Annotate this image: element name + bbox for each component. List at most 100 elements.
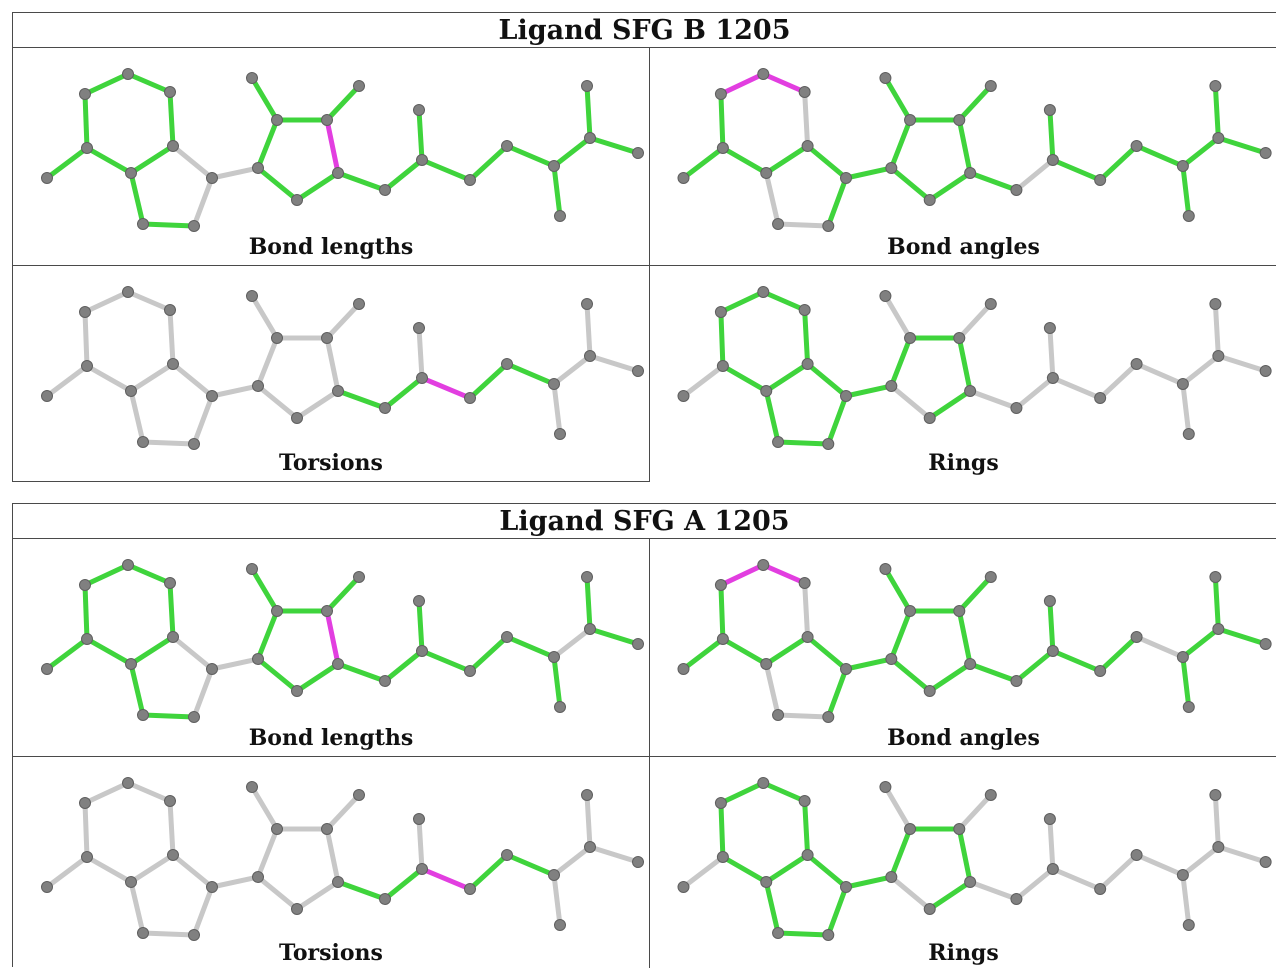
atom (464, 174, 476, 186)
atom (840, 390, 853, 402)
atom (122, 68, 134, 80)
atom (964, 385, 977, 397)
bond (140, 439, 197, 447)
bond (843, 874, 894, 890)
bond (927, 170, 973, 203)
atom (716, 633, 729, 645)
atom (632, 365, 644, 377)
bond (882, 75, 913, 123)
atom (501, 849, 513, 861)
atom (321, 605, 333, 617)
panel-caption: Torsions (279, 940, 383, 966)
atom (1212, 841, 1225, 853)
bond (82, 780, 131, 806)
atom (1212, 623, 1225, 635)
atom (716, 851, 729, 863)
atom (879, 781, 892, 793)
atom (879, 72, 892, 84)
bond (1215, 353, 1269, 374)
bond (255, 165, 300, 203)
atom (81, 142, 93, 154)
bond (324, 117, 341, 176)
atom (501, 631, 513, 643)
atom (1176, 378, 1189, 390)
bond (551, 872, 563, 928)
bond (1180, 163, 1192, 219)
atom (581, 80, 593, 92)
bond (167, 307, 176, 367)
atom (714, 579, 727, 591)
molecule-graph-icon (677, 559, 1272, 723)
atom (125, 876, 137, 888)
atom (137, 709, 149, 721)
atom (1209, 571, 1222, 583)
bond (167, 798, 176, 858)
atom (332, 385, 344, 397)
atom (416, 154, 428, 166)
atom (1209, 298, 1222, 310)
atom (1094, 665, 1107, 677)
atom (904, 332, 917, 344)
panel-caption: Torsions (279, 450, 383, 476)
bond (324, 608, 341, 667)
column-divider (649, 48, 650, 482)
bond (680, 854, 726, 890)
bond (1097, 361, 1140, 401)
bond (82, 582, 90, 642)
atom (822, 711, 835, 723)
atom (716, 142, 729, 154)
bond (1097, 634, 1140, 674)
bond (125, 289, 173, 313)
bond (416, 816, 425, 872)
bond (967, 170, 1019, 193)
atom (1176, 651, 1189, 663)
atom (137, 218, 149, 230)
bond (587, 626, 641, 647)
atom (554, 210, 566, 222)
bond (956, 301, 994, 341)
bond (382, 866, 425, 902)
atom (1010, 893, 1023, 905)
bond (720, 145, 769, 176)
bond (720, 363, 769, 394)
bond (170, 634, 215, 672)
atom (271, 114, 283, 126)
atom (798, 304, 811, 316)
bond (1013, 866, 1056, 902)
atom (760, 385, 773, 397)
atom (584, 350, 596, 362)
bond (504, 361, 557, 387)
atom (964, 167, 977, 179)
atom (714, 88, 727, 100)
atom (252, 871, 264, 883)
bond (775, 930, 831, 938)
bond (718, 562, 766, 588)
atom (79, 306, 91, 318)
bond (763, 361, 811, 394)
bond (805, 852, 849, 890)
atom (137, 436, 149, 448)
atom (548, 869, 560, 881)
bond (170, 852, 215, 890)
bond (587, 844, 641, 865)
atom (1094, 174, 1107, 186)
bond (191, 884, 215, 938)
bond (1134, 361, 1186, 387)
atom (125, 658, 137, 670)
bond (1097, 143, 1140, 183)
bond (128, 852, 176, 885)
atom (79, 579, 91, 591)
bond (551, 163, 563, 219)
bond (967, 388, 1019, 411)
atom (772, 927, 785, 939)
atom (1094, 392, 1107, 404)
bond (191, 666, 215, 720)
atom (584, 623, 596, 635)
atom (581, 571, 593, 583)
atom (79, 797, 91, 809)
bond (191, 393, 215, 447)
bond (1047, 325, 1056, 381)
atom (416, 372, 428, 384)
panel-rings: Rings (650, 757, 1276, 968)
bond (44, 363, 90, 399)
